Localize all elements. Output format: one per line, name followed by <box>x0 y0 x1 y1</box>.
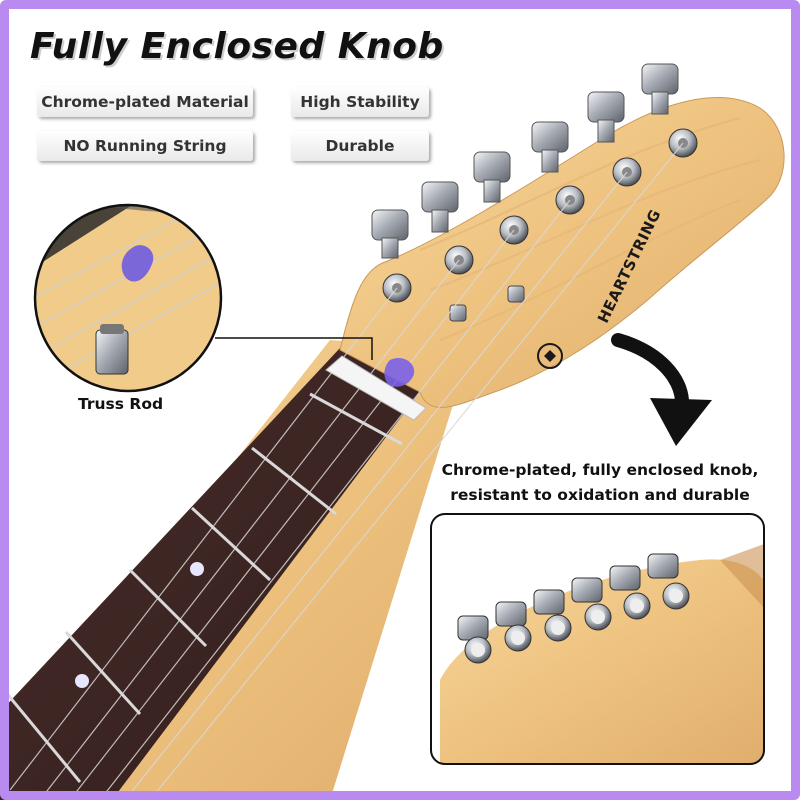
fretboard <box>0 348 420 800</box>
guitar-pick <box>384 357 415 387</box>
tuning-key <box>587 91 625 143</box>
feature-badge-durable: Durable <box>291 131 429 161</box>
fret-dot <box>75 674 89 688</box>
tuning-key <box>641 63 679 115</box>
caption-line-2: resistant to oxidation and durable <box>450 486 750 504</box>
heartstring-logo-icon <box>537 343 563 369</box>
callout-line <box>215 337 373 360</box>
tuning-key <box>473 151 511 203</box>
truss-rod-label: Truss Rod <box>78 395 164 413</box>
page-title: Fully Enclosed Knob <box>30 26 444 67</box>
feature-badge-stability: High Stability <box>291 87 429 117</box>
string-tree <box>507 285 525 303</box>
feature-badge-material: Chrome-plated Material <box>37 87 253 117</box>
frets <box>2 392 403 783</box>
tuning-key <box>371 209 409 259</box>
inset-photo <box>431 514 764 764</box>
tuning-keys <box>371 209 409 259</box>
inset-caption: Chrome-plated, fully enclosed knob, resi… <box>430 458 770 508</box>
arrow-down-icon <box>611 333 712 446</box>
tuning-key <box>531 121 569 173</box>
feature-badge-running-string: NO Running String <box>37 131 253 161</box>
fret-dot <box>190 562 204 576</box>
strings <box>9 142 684 800</box>
inset-tuning-keys <box>457 553 690 664</box>
guitar-nut <box>325 355 427 421</box>
truss-rod-magnifier <box>35 205 221 391</box>
string-tree <box>449 304 467 322</box>
tuning-key <box>421 181 459 233</box>
caption-line-1: Chrome-plated, fully enclosed knob, <box>441 461 759 479</box>
